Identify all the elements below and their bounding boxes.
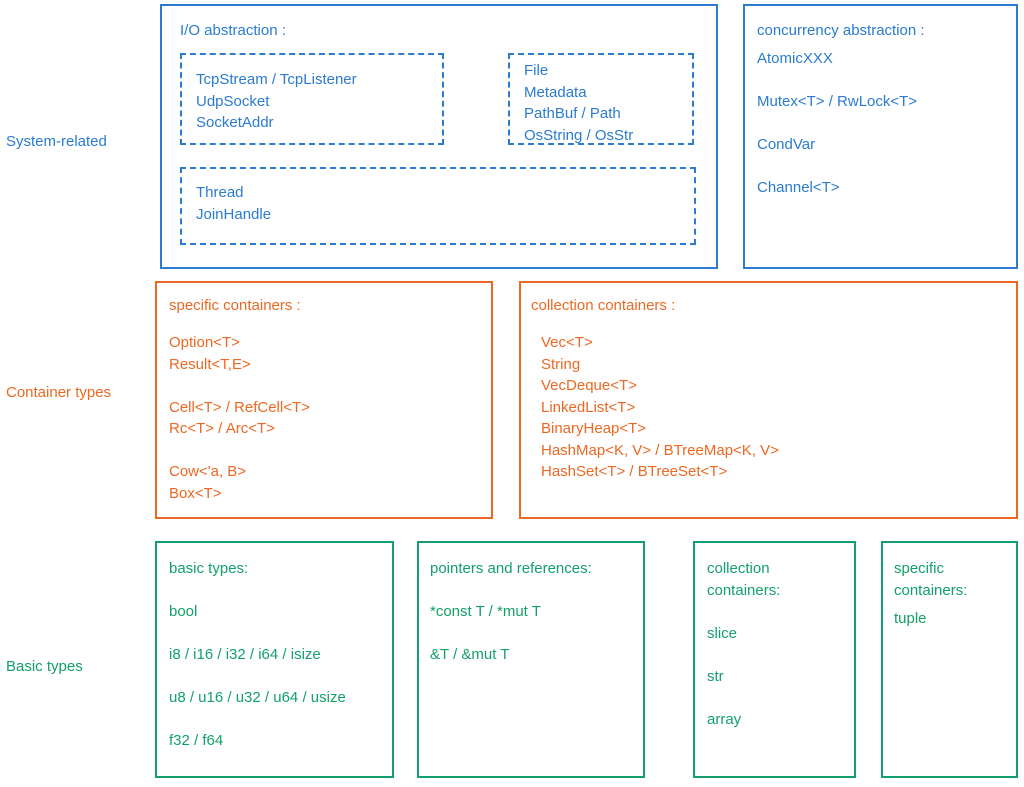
thread-types-group: Thread JoinHandle [180, 167, 696, 245]
basic-types-list: bool i8 / i16 / i32 / i64 / isize u8 / u… [169, 603, 346, 749]
thread-types-list: Thread JoinHandle [196, 184, 272, 223]
collection-containers-list: Vec<T> String VecDeque<T> LinkedList<T> … [541, 334, 779, 480]
basic-specific-containers-box [881, 541, 1018, 778]
basic-specific-containers-list: tuple [894, 610, 927, 627]
row-label-container-types: Container types [6, 384, 112, 401]
net-types-list: TcpStream / TcpListener UdpSocket Socket… [196, 71, 357, 131]
basic-types-title: basic types: [169, 560, 249, 577]
fs-types-group: File Metadata PathBuf / Path OsString / … [508, 53, 694, 145]
pointers-references-title: pointers and references: [430, 560, 592, 577]
row-label-system-related: System-related [6, 133, 107, 150]
collection-containers-title: collection containers : [531, 297, 676, 314]
basic-collection-containers-title: collection containers: [707, 560, 781, 599]
specific-containers-box [155, 281, 493, 519]
fs-types-list: File Metadata PathBuf / Path OsString / … [524, 62, 634, 144]
concurrency-abstraction-title: concurrency abstraction : [757, 22, 925, 39]
basic-collection-containers-box [693, 541, 856, 778]
basic-types-box [155, 541, 394, 778]
io-abstraction-title: I/O abstraction : [180, 22, 286, 39]
io-abstraction-box [160, 4, 718, 269]
row-label-basic-types: Basic types [6, 658, 83, 675]
basic-collection-containers-list: slice str array [707, 625, 742, 728]
specific-containers-title: specific containers : [169, 297, 301, 314]
pointers-references-box [417, 541, 645, 778]
net-types-group: TcpStream / TcpListener UdpSocket Socket… [180, 53, 444, 145]
concurrency-items-list: AtomicXXX Mutex<T> / RwLock<T> CondVar C… [757, 50, 918, 196]
pointers-references-list: *const T / *mut T &T / &mut T [430, 603, 541, 663]
basic-specific-containers-title: specific containers: [894, 560, 968, 599]
specific-containers-list: Option<T> Result<T,E> Cell<T> / RefCell<… [169, 334, 310, 502]
collection-containers-box [519, 281, 1018, 519]
concurrency-abstraction-box [743, 4, 1018, 269]
